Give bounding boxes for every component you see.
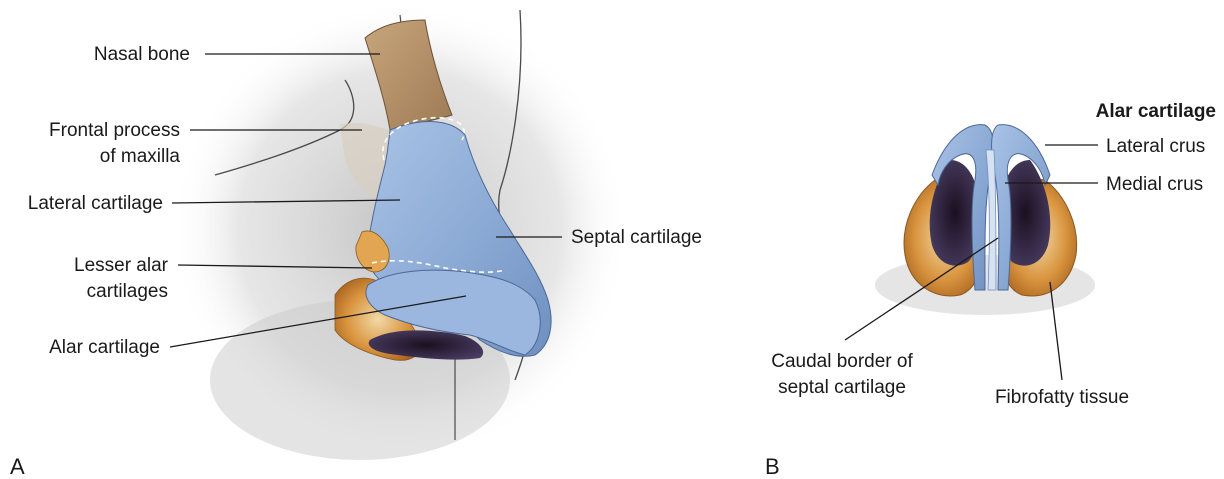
label-caudal-border-line1: Caudal border of bbox=[771, 351, 913, 372]
label-medial-crus: Medial crus bbox=[1106, 174, 1203, 195]
label-frontal-process-line1: Frontal process bbox=[49, 120, 180, 141]
panel-a-illustration bbox=[170, 0, 630, 460]
label-alar-cartilage-heading: Alar cartilage bbox=[1096, 101, 1216, 122]
label-caudal-border-line2: septal cartilage bbox=[778, 377, 906, 398]
label-lateral-crus: Lateral crus bbox=[1106, 136, 1205, 157]
panel-b-illustration bbox=[875, 125, 1095, 315]
panel-b-letter: B bbox=[765, 454, 780, 479]
label-lesser-alar-line1: Lesser alar bbox=[74, 255, 169, 276]
label-alar-cartilage: Alar cartilage bbox=[49, 337, 160, 358]
label-lateral-cartilage: Lateral cartilage bbox=[28, 193, 163, 214]
label-frontal-process-line2: of maxilla bbox=[100, 146, 181, 167]
label-lesser-alar-line2: cartilages bbox=[87, 281, 168, 302]
panel-a-letter: A bbox=[10, 454, 25, 479]
label-fibrofatty-tissue: Fibrofatty tissue bbox=[995, 387, 1129, 408]
label-septal-cartilage: Septal cartilage bbox=[571, 227, 702, 248]
label-nasal-bone: Nasal bone bbox=[94, 44, 190, 65]
